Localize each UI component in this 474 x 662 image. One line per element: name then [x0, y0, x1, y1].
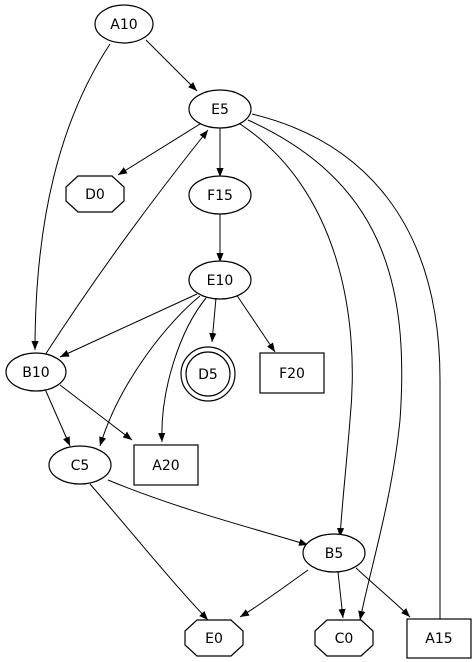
node-b10: B10: [5, 352, 67, 392]
edges: [31, 39, 444, 637]
node-label: D0: [85, 187, 105, 203]
edge-a10-b10: [31, 43, 111, 351]
node-f15: F15: [188, 175, 252, 215]
node-a20: A20: [133, 444, 199, 486]
edge-b5-a15: [355, 567, 411, 618]
node-d0: D0: [65, 175, 125, 213]
nodes: A10 E5 D0 F15 E10 B10 D5 F20: [5, 4, 472, 659]
node-e10: E10: [188, 260, 252, 300]
edge-e5-a15: [251, 113, 444, 637]
edge-c5-e0: [89, 483, 209, 621]
node-e0: E0: [184, 619, 244, 657]
node-b5: B5: [302, 533, 366, 573]
edge-b10-a20: [59, 384, 133, 441]
node-label: F15: [207, 188, 233, 204]
edge-e5-d0: [117, 123, 201, 176]
node-e5: E5: [188, 89, 252, 129]
node-label: E10: [207, 273, 234, 289]
edge-e10-a20: [158, 297, 207, 443]
node-a15: A15: [406, 618, 472, 659]
edge-a10-e5: [145, 39, 198, 92]
edge-e10-d5: [209, 297, 217, 343]
edge-e10-b10: [59, 293, 198, 358]
node-label: A20: [152, 458, 179, 474]
edge-b10-e5: [44, 129, 209, 356]
edge-b5-e0: [239, 569, 309, 618]
node-label: A10: [110, 17, 137, 33]
edge-b5-c0: [337, 571, 346, 619]
node-label: C5: [71, 458, 90, 474]
edge-c5-b5: [107, 479, 309, 546]
node-d5: D5: [180, 346, 236, 402]
node-label: B10: [22, 365, 49, 381]
edge-e5-c0: [247, 119, 403, 621]
edge-e10-f20: [235, 293, 276, 353]
edge-b10-c5: [44, 388, 71, 447]
node-label: C0: [335, 631, 354, 647]
node-c0: C0: [314, 619, 374, 657]
node-label: D5: [198, 367, 218, 383]
node-a10: A10: [94, 4, 154, 44]
node-label: A15: [425, 631, 452, 647]
node-f20: F20: [259, 352, 325, 394]
edge-e10-c5: [99, 295, 201, 447]
node-label: F20: [279, 366, 305, 382]
edge-e5-b5: [239, 123, 353, 538]
node-label: E5: [211, 102, 229, 118]
node-label: E0: [205, 631, 223, 647]
node-label: B5: [325, 546, 344, 562]
node-c5: C5: [48, 445, 112, 485]
